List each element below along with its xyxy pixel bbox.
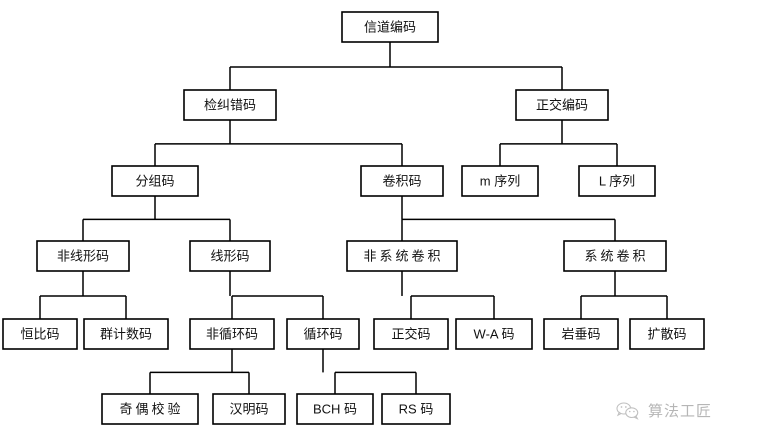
node-box [360,165,444,197]
node-box [381,393,451,425]
node-box [563,240,667,272]
node-n6: L 序列 [578,165,656,197]
node-n15: 正交码 [373,318,449,350]
node-n17: 岩垂码 [543,318,619,350]
node-n5: m 序列 [461,165,539,197]
node-n10: 系统卷积 [563,240,667,272]
node-label: 正交码 [391,326,430,341]
node-n20: 汉明码 [212,393,286,425]
node-box [515,89,609,121]
node-box [101,393,199,425]
node-n4: 卷积码 [360,165,444,197]
node-label: 信道编码 [364,19,416,34]
node-box [578,165,656,197]
node-n2: 正交编码 [515,89,609,121]
node-box [2,318,78,350]
node-label: 检纠错码 [204,97,256,112]
node-box [183,89,277,121]
node-box [296,393,374,425]
node-label: 奇偶校验 [119,401,183,416]
node-box [189,240,271,272]
node-label: 非循环码 [206,326,258,341]
node-label: BCH 码 [313,401,357,416]
node-n22: RS 码 [381,393,451,425]
node-box [341,11,439,43]
node-n8: 线形码 [189,240,271,272]
node-box [189,318,275,350]
node-box [629,318,705,350]
wechat-icon [615,401,641,421]
node-label: 正交编码 [536,97,588,112]
node-box [212,393,286,425]
node-n19: 奇偶校验 [101,393,199,425]
node-box [111,165,199,197]
node-label: m 序列 [480,173,520,188]
node-n7: 非线形码 [36,240,130,272]
node-label: 卷积码 [382,173,421,188]
node-box [286,318,360,350]
node-label: L 序列 [599,173,635,188]
node-label: 系统卷积 [584,248,648,263]
node-label: 非系统卷积 [363,248,443,263]
node-label: 分组码 [135,173,174,188]
watermark-label: 算法工匠 [648,402,713,420]
node-n11: 恒比码 [2,318,78,350]
node-label: 恒比码 [20,326,59,341]
node-label: 循环码 [303,326,342,341]
node-n14: 循环码 [286,318,360,350]
edge-layer [39,42,668,394]
node-label: 线形码 [210,248,249,263]
node-n0: 信道编码 [341,11,439,43]
node-n3: 分组码 [111,165,199,197]
node-n12: 群计数码 [83,318,169,350]
node-label: 扩散码 [647,326,686,341]
node-n18: 扩散码 [629,318,705,350]
node-label: 群计数码 [100,326,152,341]
watermark: 算法工匠 [615,400,712,421]
node-box [543,318,619,350]
node-n9: 非系统卷积 [346,240,458,272]
node-n21: BCH 码 [296,393,374,425]
node-label: W-A 码 [474,326,515,341]
node-label: 岩垂码 [561,326,600,341]
node-box [346,240,458,272]
node-label: 汉明码 [229,401,268,416]
node-box [36,240,130,272]
node-n16: W-A 码 [455,318,533,350]
node-n13: 非循环码 [189,318,275,350]
node-box [455,318,533,350]
node-box [373,318,449,350]
node-label: 非线形码 [57,248,109,263]
node-box [461,165,539,197]
node-n1: 检纠错码 [183,89,277,121]
node-box [83,318,169,350]
node-label: RS 码 [399,401,434,416]
